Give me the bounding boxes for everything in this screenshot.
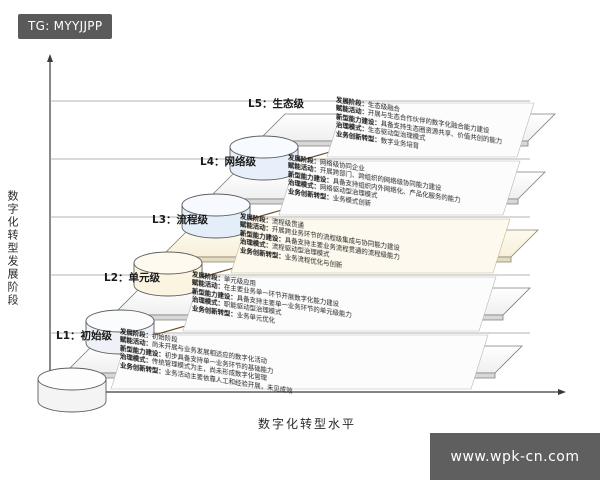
x-axis-label: 数字化转型水平 [258, 417, 357, 431]
site-watermark: www.wpk-cn.com [430, 433, 600, 480]
panel-bg-l3 [230, 218, 511, 274]
y-axis-label: 数字化转型发展阶段 [6, 190, 19, 307]
level-label-l4: L4：网络级 [200, 156, 256, 168]
level-label-l5: L5：生态级 [248, 98, 304, 110]
level-label-l3: L3：流程级 [152, 214, 208, 226]
cylinder-l3 [133, 251, 203, 297]
panel-bg-l2 [182, 276, 497, 332]
telegram-watermark-badge: TG: MYYJJPP [18, 14, 113, 39]
maturity-staircase-diagram: 数字化转型发展阶段 数字化转型水平 L1：初始级 L2：单元级 L3：流程级 L… [0, 40, 600, 440]
panel-bg-l1 [110, 334, 489, 390]
cylinder-l1 [37, 367, 107, 413]
axis-lines [47, 54, 566, 395]
level-label-l1: L1：初始级 [56, 330, 112, 342]
panel-bg-l5 [326, 102, 535, 158]
cylinder-l4 [181, 193, 251, 239]
diagram-svg [37, 54, 566, 413]
panel-bg-l4 [278, 160, 521, 216]
cylinder-l5 [229, 135, 299, 181]
level-label-l2: L2：单元级 [104, 272, 160, 284]
